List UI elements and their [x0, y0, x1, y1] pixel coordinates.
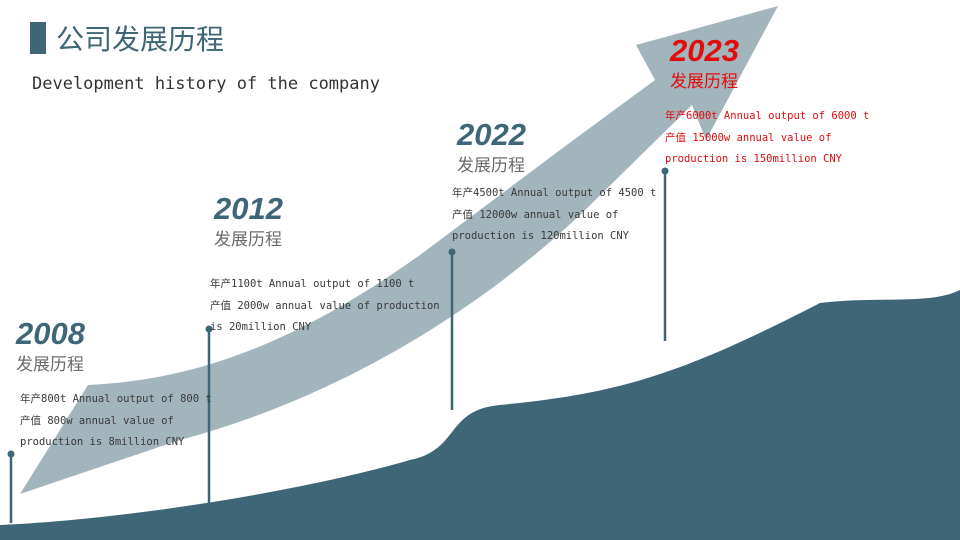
page-subtitle: Development history of the company	[32, 74, 380, 94]
milestone-desc-line: production is 150million CNY	[665, 153, 843, 165]
milestone-desc-line: 年产6000t Annual output of 6000 t	[665, 110, 870, 122]
milestone-desc-line: 产值 800w annual value of	[20, 414, 174, 427]
milestone-desc-line: is 20million CNY	[210, 321, 312, 333]
milestone-label-2008: 发展历程	[16, 355, 84, 375]
milestone-desc-2022: 年产4500t Annual output of 4500 t 产值 12000…	[452, 183, 656, 248]
milestone-year-2008: 2008	[16, 316, 85, 351]
milestone-label-2023: 发展历程	[670, 72, 738, 92]
timeline-stem-2022	[448, 248, 456, 410]
milestone-desc-line: 年产800t Annual output of 800 t	[20, 393, 212, 405]
milestone-desc-line: production is 8million CNY	[20, 436, 185, 448]
growth-mountain	[0, 290, 960, 540]
timeline-stem-2012	[205, 325, 213, 513]
milestone-desc-2012: 年产1100t Annual output of 1100 t 产值 2000w…	[210, 274, 440, 339]
milestone-desc-2023: 年产6000t Annual output of 6000 t 产值 15000…	[665, 106, 869, 171]
milestone-desc-line: 产值 12000w annual value of	[452, 208, 619, 221]
milestone-year-2023: 2023	[670, 33, 739, 68]
milestone-label-2022: 发展历程	[457, 156, 525, 176]
timeline-stem-2023	[661, 167, 669, 341]
milestone-desc-line: 年产4500t Annual output of 4500 t	[452, 187, 657, 199]
milestone-desc-line: 产值 15000w annual value of	[665, 131, 832, 144]
milestone-year-2022: 2022	[457, 117, 526, 152]
timeline-stem-2008	[7, 450, 15, 523]
milestone-desc-line: 年产1100t Annual output of 1100 t	[210, 278, 415, 290]
milestone-year-2012: 2012	[214, 191, 283, 226]
milestone-desc-2008: 年产800t Annual output of 800 t 产值 800w an…	[20, 389, 212, 454]
page-title: 公司发展历程	[56, 23, 225, 56]
milestone-label-2012: 发展历程	[214, 230, 282, 250]
milestone-desc-line: 产值 2000w annual value of production	[210, 299, 440, 312]
milestone-desc-line: production is 120million CNY	[452, 230, 630, 242]
title-marker	[30, 22, 46, 54]
